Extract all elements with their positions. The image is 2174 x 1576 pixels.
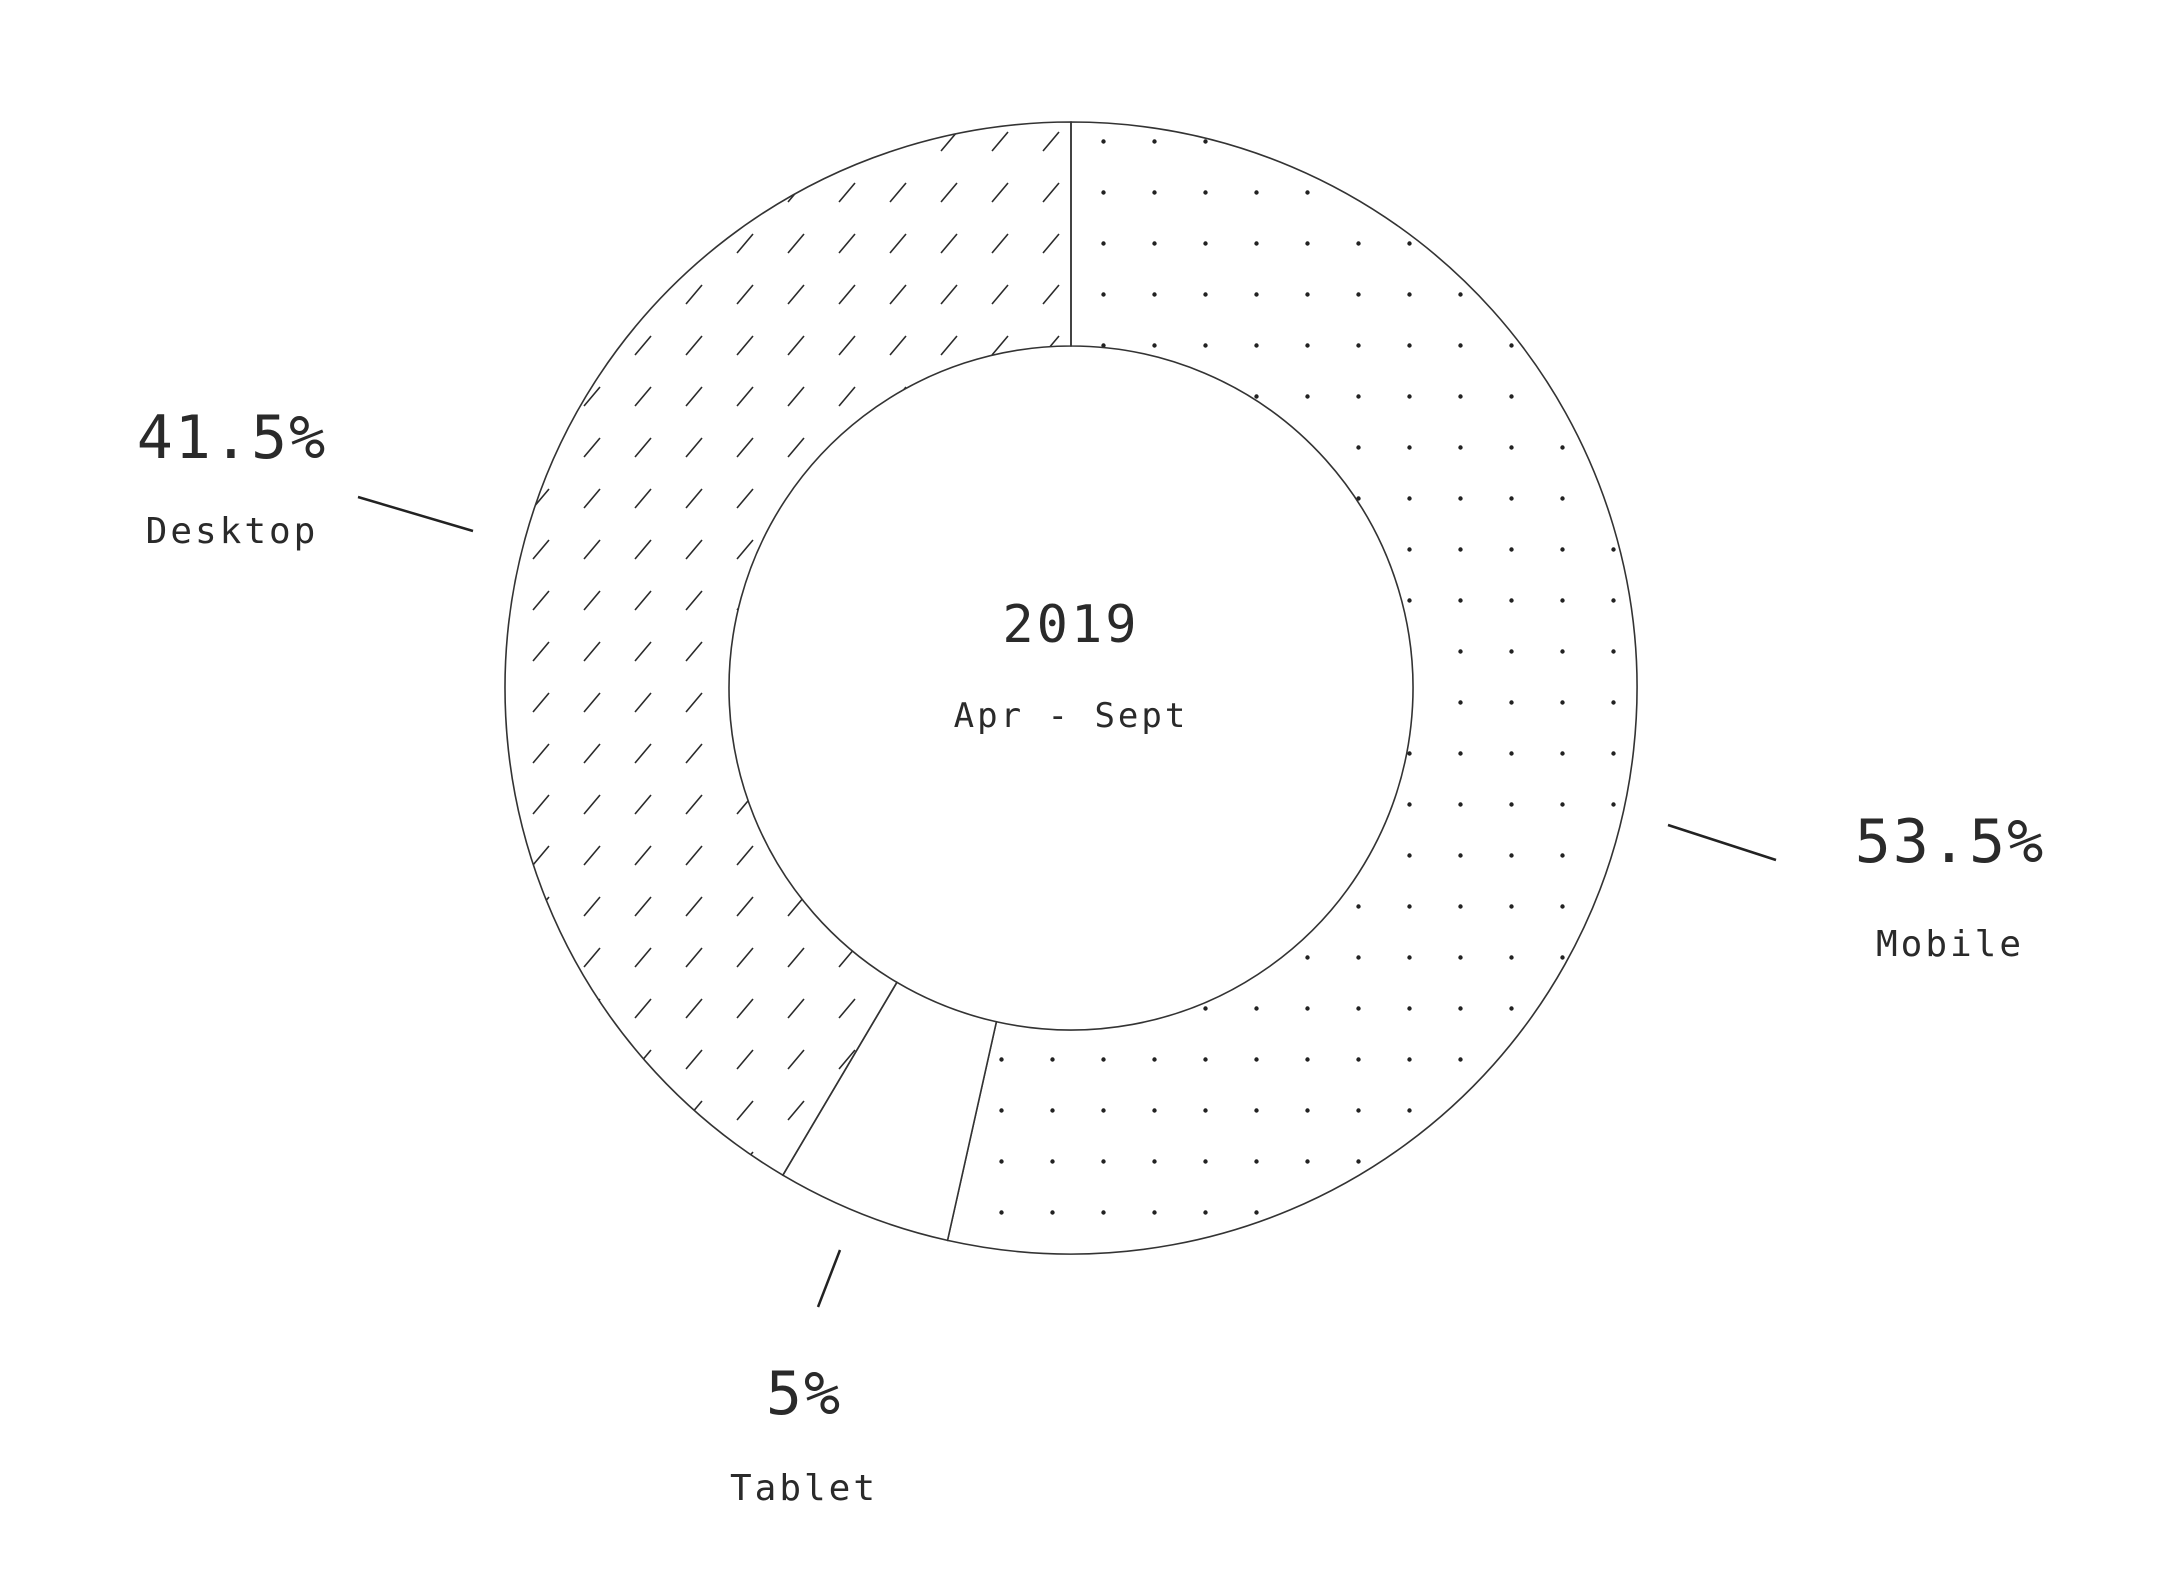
category-label-mobile: Mobile bbox=[1876, 924, 2024, 965]
center-title: 2019 bbox=[1002, 595, 1139, 655]
leader-line-tablet bbox=[816, 1249, 842, 1308]
labels-group: 53.5% Mobile 5% Tablet 41.5% Desktop bbox=[137, 403, 2046, 1509]
category-label-desktop: Desktop bbox=[146, 511, 319, 552]
slice-desktop bbox=[504, 121, 1072, 1177]
leader-line-mobile bbox=[1667, 823, 1777, 862]
category-label-tablet: Tablet bbox=[730, 1468, 878, 1509]
slices-group bbox=[504, 121, 1638, 1255]
value-label-mobile: 53.5% bbox=[1855, 807, 2046, 877]
value-label-tablet: 5% bbox=[766, 1359, 842, 1429]
leader-lines-group bbox=[357, 495, 1777, 1308]
leader-line-desktop bbox=[357, 495, 474, 533]
slice-mobile bbox=[946, 121, 1638, 1255]
value-label-desktop: 41.5% bbox=[137, 403, 328, 473]
center-subtitle: Apr - Sept bbox=[954, 696, 1189, 736]
